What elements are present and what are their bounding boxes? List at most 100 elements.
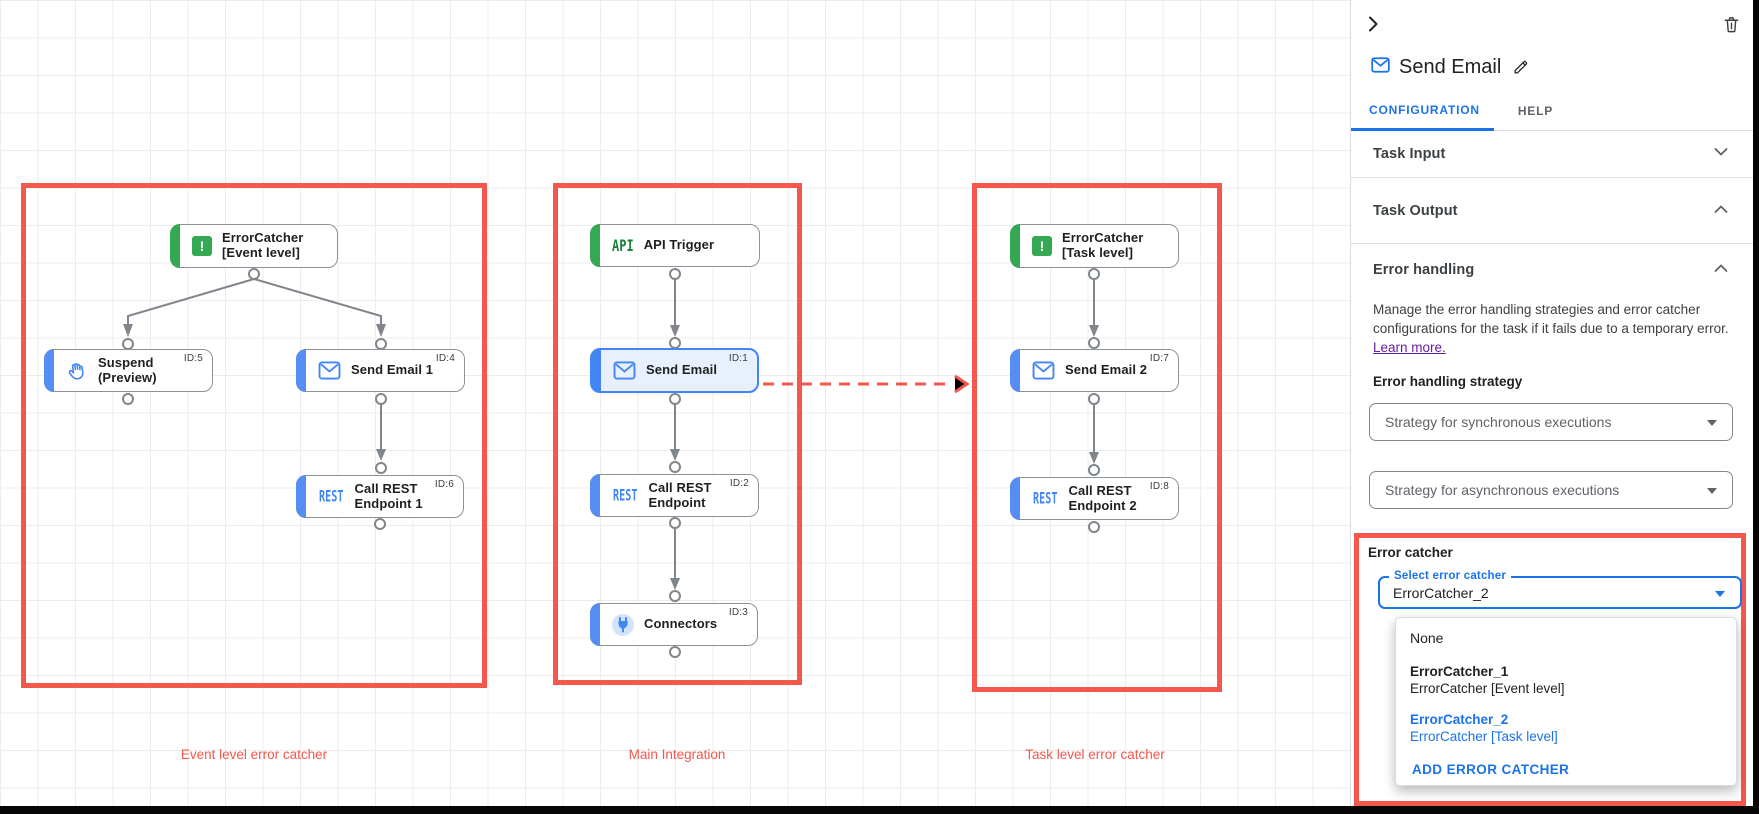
edit-title-button[interactable] bbox=[1510, 56, 1532, 78]
menu-item-error-catcher-2[interactable]: ErrorCatcher_2 ErrorCatcher [Task level] bbox=[1396, 711, 1736, 746]
node-label: Send Email 2 bbox=[1065, 362, 1148, 378]
group-caption-main-integration: Main Integration bbox=[628, 747, 726, 762]
node-send-email-selected[interactable]: ID:1 Send Email bbox=[590, 348, 759, 393]
hand-icon bbox=[66, 360, 88, 382]
node-call-rest-endpoint-1[interactable]: ID:6 REST Call REST Endpoint 1 bbox=[296, 475, 464, 518]
node-send-email-1[interactable]: ID:4 Send Email 1 bbox=[296, 349, 465, 392]
chevron-down-icon bbox=[1713, 145, 1729, 163]
rest-icon: REST bbox=[1033, 489, 1058, 508]
node-call-rest-endpoint-2[interactable]: ID:8 REST Call REST Endpoint 2 bbox=[1010, 477, 1179, 520]
section-label: Task Input bbox=[1373, 146, 1446, 162]
chevron-up-icon bbox=[1713, 202, 1729, 220]
node-api-trigger[interactable]: API API Trigger bbox=[590, 224, 760, 267]
menu-item-title: ErrorCatcher_2 bbox=[1410, 712, 1509, 727]
node-call-rest-endpoint[interactable]: ID:2 REST Call REST Endpoint bbox=[590, 474, 759, 517]
menu-item-none[interactable]: None bbox=[1410, 630, 1444, 646]
node-connectors[interactable]: ID:3 Connectors bbox=[590, 603, 758, 646]
group-outline-main-integration bbox=[553, 183, 802, 685]
group-caption-task-level: Task level error catcher bbox=[1025, 747, 1165, 762]
window-edge-bottom bbox=[0, 806, 1759, 814]
delete-task-button[interactable] bbox=[1720, 13, 1743, 36]
description-text: Manage the error handling strategies and… bbox=[1373, 302, 1729, 336]
email-icon bbox=[613, 361, 636, 380]
node-accent-bar bbox=[1010, 349, 1020, 392]
node-accent-bar bbox=[591, 349, 601, 392]
add-error-catcher-button[interactable]: ADD ERROR CATCHER bbox=[1412, 762, 1570, 777]
node-id-badge: ID:2 bbox=[729, 478, 749, 489]
select-value: ErrorCatcher_2 bbox=[1393, 584, 1489, 601]
window-edge-right bbox=[1753, 0, 1759, 814]
email-icon bbox=[1371, 56, 1390, 78]
node-accent-bar bbox=[44, 349, 54, 392]
select-floating-label: Select error catcher bbox=[1389, 570, 1512, 582]
sync-strategy-select[interactable]: Strategy for synchronous executions bbox=[1369, 403, 1733, 441]
rest-icon: REST bbox=[319, 487, 344, 506]
group-outline-task-level bbox=[972, 183, 1222, 692]
error-catcher-select[interactable]: Select error catcher ErrorCatcher_2 bbox=[1378, 570, 1742, 609]
page-title: Send Email bbox=[1399, 55, 1502, 78]
node-error-catcher-task-level[interactable]: ! ErrorCatcher [Task level] bbox=[1010, 224, 1179, 268]
section-label: Task Output bbox=[1373, 202, 1458, 219]
group-outline-event-level bbox=[21, 183, 487, 688]
node-label: ErrorCatcher [Event level] bbox=[222, 230, 304, 260]
error-catcher-dropdown-menu: None ErrorCatcher_1 ErrorCatcher [Event … bbox=[1395, 617, 1737, 786]
workflow-canvas[interactable]: ! ErrorCatcher [Event level] ID:5 Suspen… bbox=[0, 0, 1351, 806]
node-error-catcher-event-level[interactable]: ! ErrorCatcher [Event level] bbox=[170, 224, 338, 268]
node-send-email-2[interactable]: ID:7 Send Email 2 bbox=[1010, 349, 1179, 392]
collapse-panel-button[interactable] bbox=[1361, 12, 1385, 36]
select-value: Strategy for synchronous executions bbox=[1385, 414, 1612, 430]
section-task-output[interactable]: Task Output bbox=[1351, 178, 1753, 244]
node-label: Connectors bbox=[644, 616, 718, 632]
node-id-badge: ID:8 bbox=[1149, 481, 1169, 492]
workflow-edges bbox=[122, 254, 1100, 658]
menu-item-subtitle: ErrorCatcher [Task level] bbox=[1410, 729, 1558, 744]
node-label: Send Email bbox=[646, 362, 718, 378]
error-catcher-heading: Error catcher bbox=[1368, 545, 1453, 560]
group-caption-event-level: Event level error catcher bbox=[180, 747, 328, 762]
select-value: Strategy for asynchronous executions bbox=[1385, 482, 1620, 498]
task-config-panel: Send Email CONFIGURATION HELP Task Input… bbox=[1350, 0, 1753, 806]
node-label: API Trigger bbox=[643, 237, 715, 253]
async-strategy-select[interactable]: Strategy for asynchronous executions bbox=[1369, 471, 1733, 509]
tab-help[interactable]: HELP bbox=[1517, 104, 1554, 118]
menu-item-title: ErrorCatcher_1 bbox=[1410, 664, 1509, 679]
node-accent-bar bbox=[1010, 224, 1020, 268]
node-id-badge: ID:7 bbox=[1149, 353, 1169, 364]
error-catcher-icon: ! bbox=[192, 236, 212, 256]
node-label: Call REST Endpoint bbox=[648, 479, 712, 510]
panel-tabs: CONFIGURATION HELP bbox=[1351, 92, 1753, 131]
dropdown-caret-icon bbox=[1707, 420, 1717, 426]
section-error-handling[interactable]: Error handling bbox=[1351, 244, 1753, 296]
error-catcher-highlight-outline: Error catcher Select error catcher Error… bbox=[1354, 533, 1746, 806]
node-label: Send Email 1 bbox=[351, 362, 434, 378]
node-label: Call REST Endpoint 1 bbox=[354, 480, 423, 511]
error-handling-strategy-heading: Error handling strategy bbox=[1373, 374, 1523, 389]
menu-item-subtitle: ErrorCatcher [Event level] bbox=[1410, 681, 1565, 696]
email-icon bbox=[318, 361, 341, 380]
node-label: ErrorCatcher [Task level] bbox=[1062, 230, 1144, 260]
node-id-badge: ID:4 bbox=[435, 353, 455, 364]
section-task-input[interactable]: Task Input bbox=[1351, 131, 1753, 178]
chevron-up-icon bbox=[1713, 261, 1729, 279]
node-accent-bar bbox=[170, 224, 180, 268]
menu-item-error-catcher-1[interactable]: ErrorCatcher_1 ErrorCatcher [Event level… bbox=[1396, 663, 1736, 698]
node-id-badge: ID:3 bbox=[728, 607, 748, 618]
node-label: Suspend (Preview) bbox=[98, 354, 157, 385]
learn-more-link[interactable]: Learn more. bbox=[1373, 340, 1446, 355]
node-label: Call REST Endpoint 2 bbox=[1068, 482, 1137, 513]
node-accent-bar bbox=[590, 603, 600, 646]
node-id-badge: ID:1 bbox=[728, 353, 748, 364]
node-suspend[interactable]: ID:5 Suspend (Preview) bbox=[44, 349, 213, 392]
email-icon bbox=[1032, 361, 1055, 380]
node-accent-bar bbox=[590, 224, 600, 267]
dropdown-caret-icon bbox=[1707, 488, 1717, 494]
node-id-badge: ID:5 bbox=[183, 353, 203, 364]
node-accent-bar bbox=[296, 475, 306, 518]
error-catcher-icon: ! bbox=[1032, 236, 1052, 256]
rest-icon: REST bbox=[613, 486, 638, 505]
section-label: Error handling bbox=[1373, 262, 1475, 278]
node-accent-bar bbox=[296, 349, 306, 392]
api-icon: API bbox=[612, 236, 634, 255]
tab-configuration[interactable]: CONFIGURATION bbox=[1351, 92, 1494, 131]
